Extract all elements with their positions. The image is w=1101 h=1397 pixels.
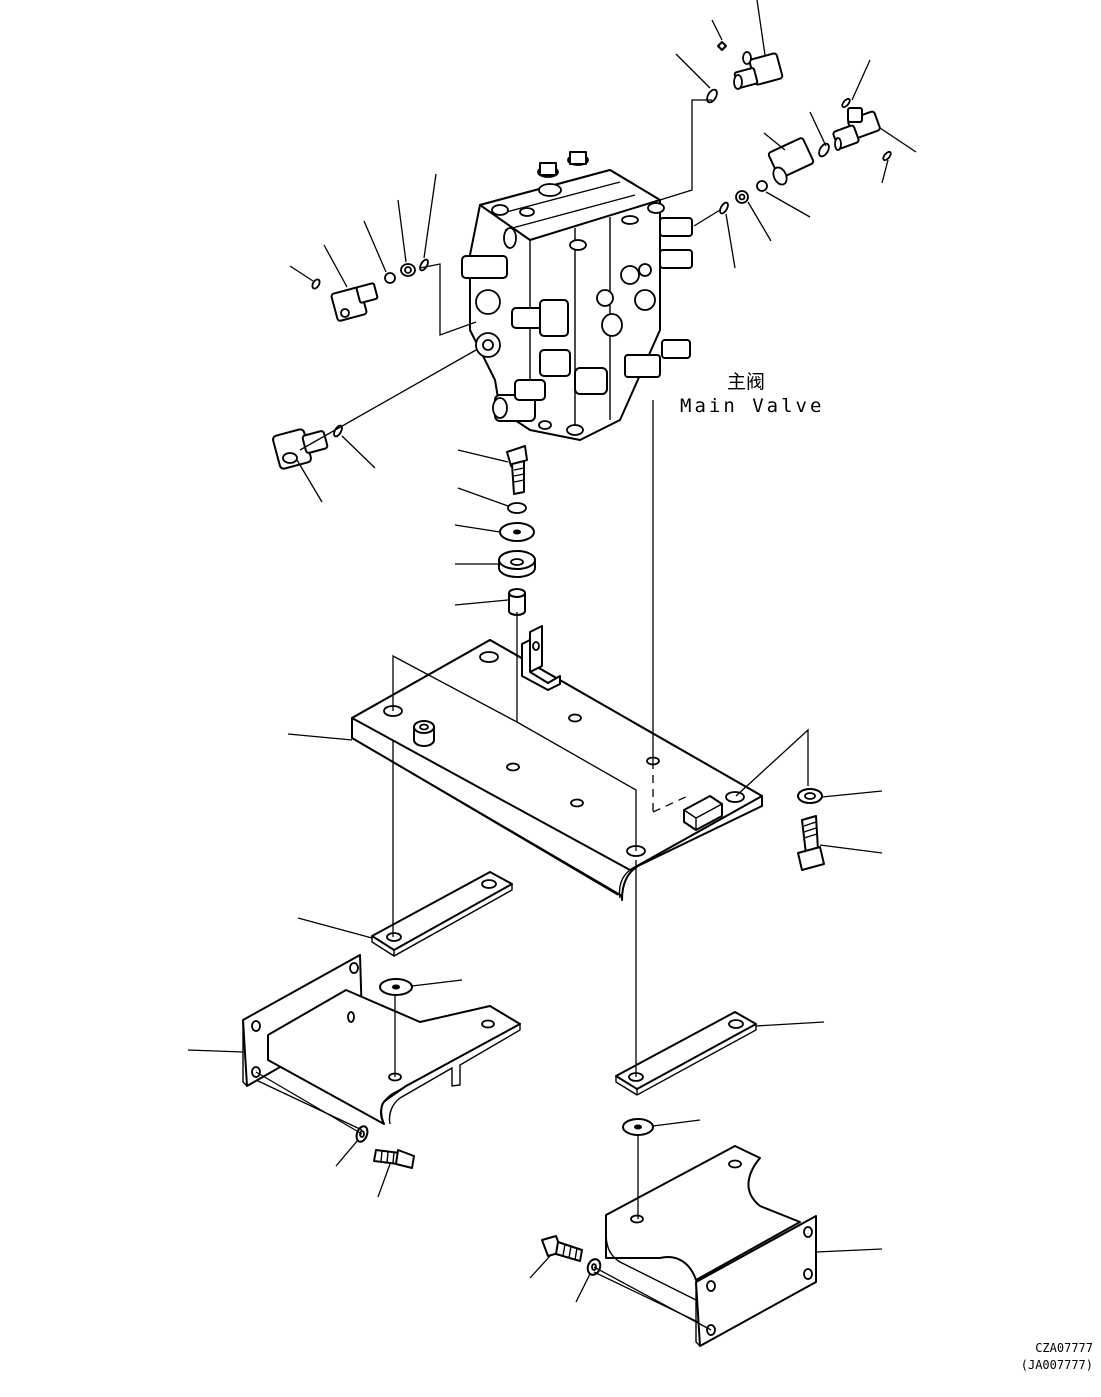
- right-washer: [622, 1118, 654, 1136]
- right-shim-plate: [615, 1011, 757, 1096]
- left-bolt: [373, 1149, 415, 1169]
- main-valve-label-cn: 主阀: [727, 371, 766, 393]
- main-valve: [461, 151, 693, 441]
- drawing-code-alt: (JA007777): [1020, 1358, 1093, 1372]
- right-bolt: [541, 1235, 583, 1262]
- lower-left-fitting: [272, 424, 343, 470]
- top-elbow-fitting: [733, 51, 784, 90]
- flat-washer: [499, 522, 535, 542]
- right-support-bracket: [605, 1145, 817, 1347]
- plug-fittings: [719, 180, 768, 215]
- left-support-bracket: [242, 954, 521, 1125]
- tee-small-parts: [841, 97, 892, 162]
- mounting-bolt: [506, 445, 528, 495]
- left-shim-plate: [371, 871, 513, 957]
- clip-bracket: [521, 625, 561, 691]
- side-bolt: [797, 815, 825, 871]
- side-washer: [797, 788, 823, 804]
- leader-lines: [187, 0, 917, 1303]
- collar: [508, 588, 526, 616]
- main-valve-label-en: Main Valve: [680, 395, 825, 417]
- bracket-plate: [351, 639, 763, 901]
- spring-washer: [507, 502, 527, 514]
- left-plugs: [384, 258, 429, 284]
- top-oring: [706, 88, 718, 104]
- assembly-lines: [255, 99, 809, 1331]
- drawing-code: CZA07777: [1035, 1341, 1093, 1355]
- adapter-fitting: [767, 137, 830, 186]
- rubber-cushion: [498, 550, 536, 578]
- tee-fitting: [832, 107, 881, 151]
- left-washer: [379, 978, 413, 996]
- top-small-oring: [717, 41, 727, 51]
- left-elbow-fitting: [311, 278, 379, 322]
